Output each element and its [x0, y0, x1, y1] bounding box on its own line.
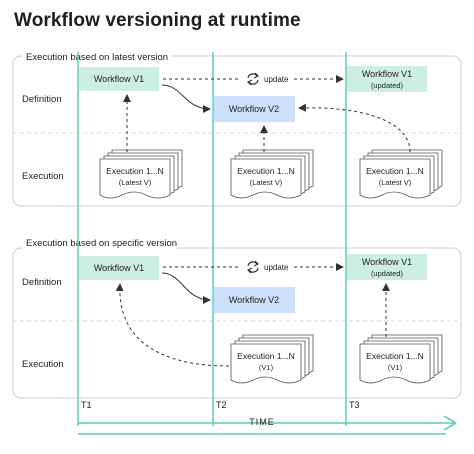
- refresh-icon: [246, 260, 260, 274]
- section-label-background: [22, 49, 172, 63]
- refresh-icon: [246, 72, 260, 86]
- row-label-execution: Execution: [22, 359, 64, 370]
- update-label: update: [264, 263, 289, 272]
- section-panel: [12, 247, 462, 399]
- workflow-v1-updated-sublabel: (updated): [371, 269, 404, 278]
- execution-sublabel: (Latest V): [119, 178, 152, 187]
- tick-label-t1: T1: [81, 400, 92, 410]
- execution-stack-t3: Execution 1...N (Latest V): [359, 149, 443, 199]
- section-label-background: [22, 241, 176, 255]
- workflow-v1-box: [79, 256, 159, 280]
- execution-sublabel: (Latest V): [379, 178, 412, 187]
- doc-page: [359, 343, 431, 384]
- workflow-v2-box: [214, 287, 295, 313]
- execution-stack-t2: Execution 1...N (Latest V): [230, 149, 314, 199]
- exec-t3-to-v2-arrow: [298, 103, 411, 153]
- execution-stack-t1: Execution 1...N (Latest V): [99, 149, 183, 199]
- workflow-v1-box: [79, 67, 159, 91]
- execution-label: Execution 1...N: [366, 166, 424, 176]
- workflow-v1-label: Workflow V1: [94, 263, 144, 273]
- page-title: Workflow versioning at runtime: [14, 10, 301, 31]
- row-label-definition: Definition: [22, 94, 62, 105]
- execution-stack-t2: Execution 1...N (V1): [230, 334, 314, 384]
- update-label: update: [264, 75, 289, 84]
- doc-page: [230, 343, 302, 384]
- workflow-v2-label: Workflow V2: [229, 295, 279, 305]
- tick-label-t2: T2: [216, 400, 227, 410]
- execution-label: Execution 1...N: [237, 166, 295, 176]
- execution-sublabel: (V1): [259, 363, 274, 372]
- doc-page: [359, 158, 431, 199]
- workflow-v1-label: Workflow V1: [94, 74, 144, 84]
- timeline-markers: T1 T2 T3 TIME: [77, 52, 455, 435]
- section-label: Execution based on specific version: [26, 238, 177, 249]
- doc-page: [99, 158, 171, 199]
- execution-label: Execution 1...N: [366, 351, 424, 361]
- workflow-v1-updated-label: Workflow V1: [362, 257, 412, 267]
- workflow-v1-updated-label: Workflow V1: [362, 69, 412, 79]
- workflow-v1-updated-box: [347, 66, 427, 92]
- section-specific-version: Execution based on specific version Defi…: [12, 238, 462, 399]
- tick-label-t3: T3: [349, 400, 360, 410]
- time-axis-label: TIME: [249, 417, 275, 427]
- exec-t2-to-v1-arrow: [115, 283, 230, 367]
- row-label-execution: Execution: [22, 171, 64, 182]
- execution-sublabel: (V1): [388, 363, 403, 372]
- execution-stack-t3: Execution 1...N (V1): [359, 334, 443, 384]
- workflow-v2-box: [214, 96, 295, 122]
- v1-to-v2-arrow: [161, 272, 211, 304]
- row-label-definition: Definition: [22, 277, 62, 288]
- v1-to-v2-arrow: [161, 84, 211, 113]
- workflow-v1-updated-box: [347, 254, 427, 280]
- execution-label: Execution 1...N: [237, 351, 295, 361]
- doc-page: [230, 158, 302, 199]
- execution-label: Execution 1...N: [106, 166, 164, 176]
- execution-sublabel: (Latest V): [250, 178, 283, 187]
- section-label: Execution based on latest version: [26, 52, 168, 63]
- workflow-v2-label: Workflow V2: [229, 104, 279, 114]
- workflow-v1-updated-sublabel: (updated): [371, 81, 404, 90]
